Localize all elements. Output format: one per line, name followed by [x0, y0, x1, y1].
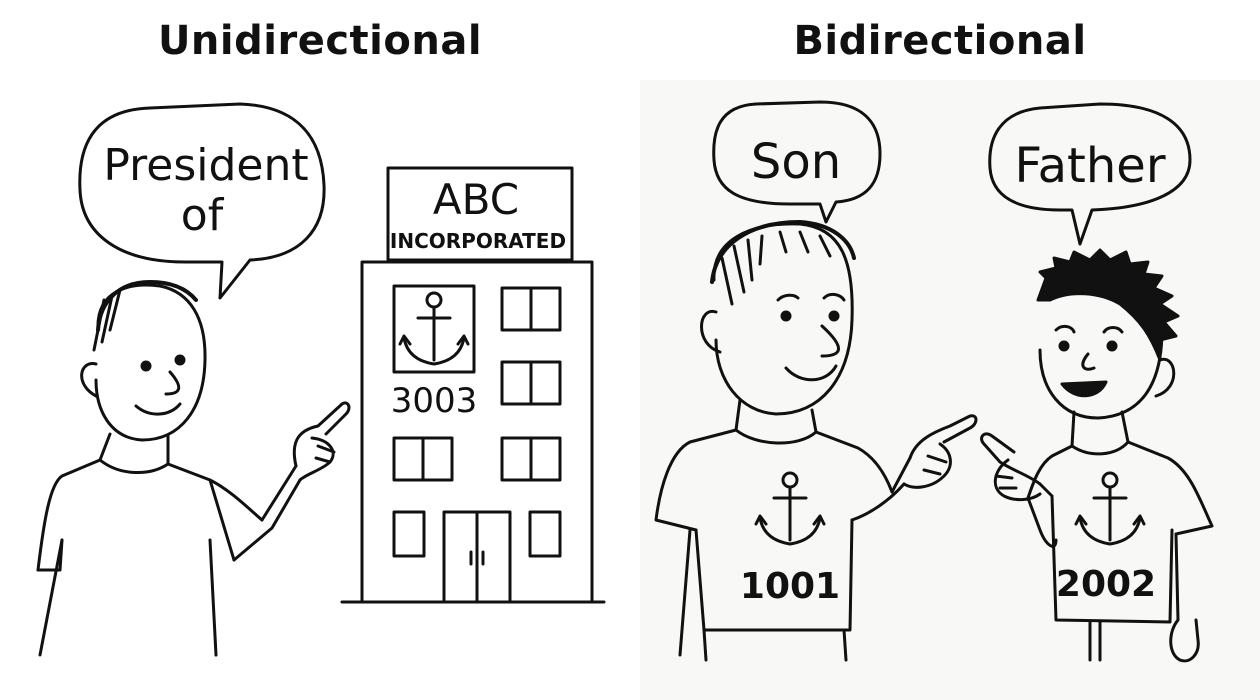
son-shirt-anchor-icon — [1074, 471, 1146, 546]
father-shirt-number: 1001 — [740, 566, 840, 607]
president-figure — [36, 280, 351, 657]
building-anchor-icon — [398, 291, 470, 366]
father-shirt-anchor-icon — [754, 471, 826, 546]
father-figure: 1001 — [654, 220, 978, 662]
father-speech-bubble: Father — [988, 102, 1192, 246]
title-unidirectional: Unidirectional — [157, 18, 483, 64]
son-figure: 2002 — [980, 248, 1214, 663]
president-speech-bubble: President of — [78, 102, 326, 300]
bubble-text-line1: President — [103, 140, 308, 191]
son-speech-bubble: Son — [712, 100, 882, 224]
left-panel — [0, 0, 632, 700]
building-sign-line1: ABC — [433, 175, 519, 224]
right-panel — [640, 80, 1260, 700]
bubble-text-line2: of — [181, 190, 225, 241]
son-bubble-text: Son — [751, 134, 841, 190]
abc-building: ABC INCORPORATED 3003 — [340, 166, 606, 604]
son-shirt-number: 2002 — [1056, 564, 1156, 605]
father-bubble-text: Father — [1014, 138, 1165, 194]
building-sign-line2: INCORPORATED — [390, 229, 566, 253]
title-bidirectional: Bidirectional — [793, 18, 1087, 64]
building-number: 3003 — [391, 381, 478, 421]
